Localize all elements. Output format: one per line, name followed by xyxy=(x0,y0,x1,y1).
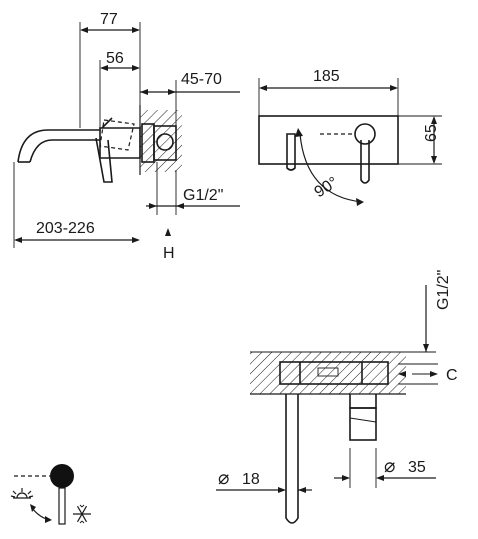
dim-65: 65 xyxy=(423,124,440,142)
side-view: 77 56 45-70 G1/2" 203-226 H xyxy=(13,11,240,262)
label-h: H xyxy=(163,245,175,262)
dim-45-70: 45-70 xyxy=(181,71,222,88)
lever-icon xyxy=(58,487,66,525)
valve-circle xyxy=(156,133,174,151)
front-view: 90° 185 65 xyxy=(258,68,442,206)
dim-thread-top: G1/2" xyxy=(183,187,223,204)
embedded-body xyxy=(279,361,389,385)
valve-box xyxy=(153,125,177,161)
temperature-legend xyxy=(10,464,91,525)
dim-203-226: 203-226 xyxy=(36,220,95,237)
rotation-arc xyxy=(299,133,363,203)
handle xyxy=(95,117,113,183)
dim-dia-18: 18 xyxy=(242,471,260,488)
section-spout xyxy=(285,394,299,524)
section-view: G1/2" C ⌀ 18 ⌀ 35 xyxy=(216,270,458,524)
dim-dia-35: 35 xyxy=(408,459,426,476)
section-knob xyxy=(349,407,377,441)
section-wall-hatch xyxy=(250,352,406,394)
handle-lever xyxy=(360,140,370,184)
handle-ghost xyxy=(99,119,135,151)
dim-56: 56 xyxy=(106,50,124,67)
cover-plate xyxy=(258,115,399,165)
dim-77: 77 xyxy=(100,11,118,28)
handle-knob xyxy=(354,123,376,145)
dia-35-symbol: ⌀ xyxy=(384,456,395,477)
spout xyxy=(17,129,100,163)
snowflake-icon xyxy=(73,504,91,524)
dia-18-symbol: ⌀ xyxy=(218,468,229,489)
spout-outlet xyxy=(286,133,296,171)
knob-icon xyxy=(50,464,74,488)
dim-185: 185 xyxy=(313,68,340,85)
dim-thread-side: G1/2" xyxy=(435,270,452,310)
sun-icon xyxy=(10,488,34,499)
label-c: C xyxy=(446,367,458,384)
angle-90: 90° xyxy=(312,174,342,201)
faucet-body xyxy=(99,127,141,159)
